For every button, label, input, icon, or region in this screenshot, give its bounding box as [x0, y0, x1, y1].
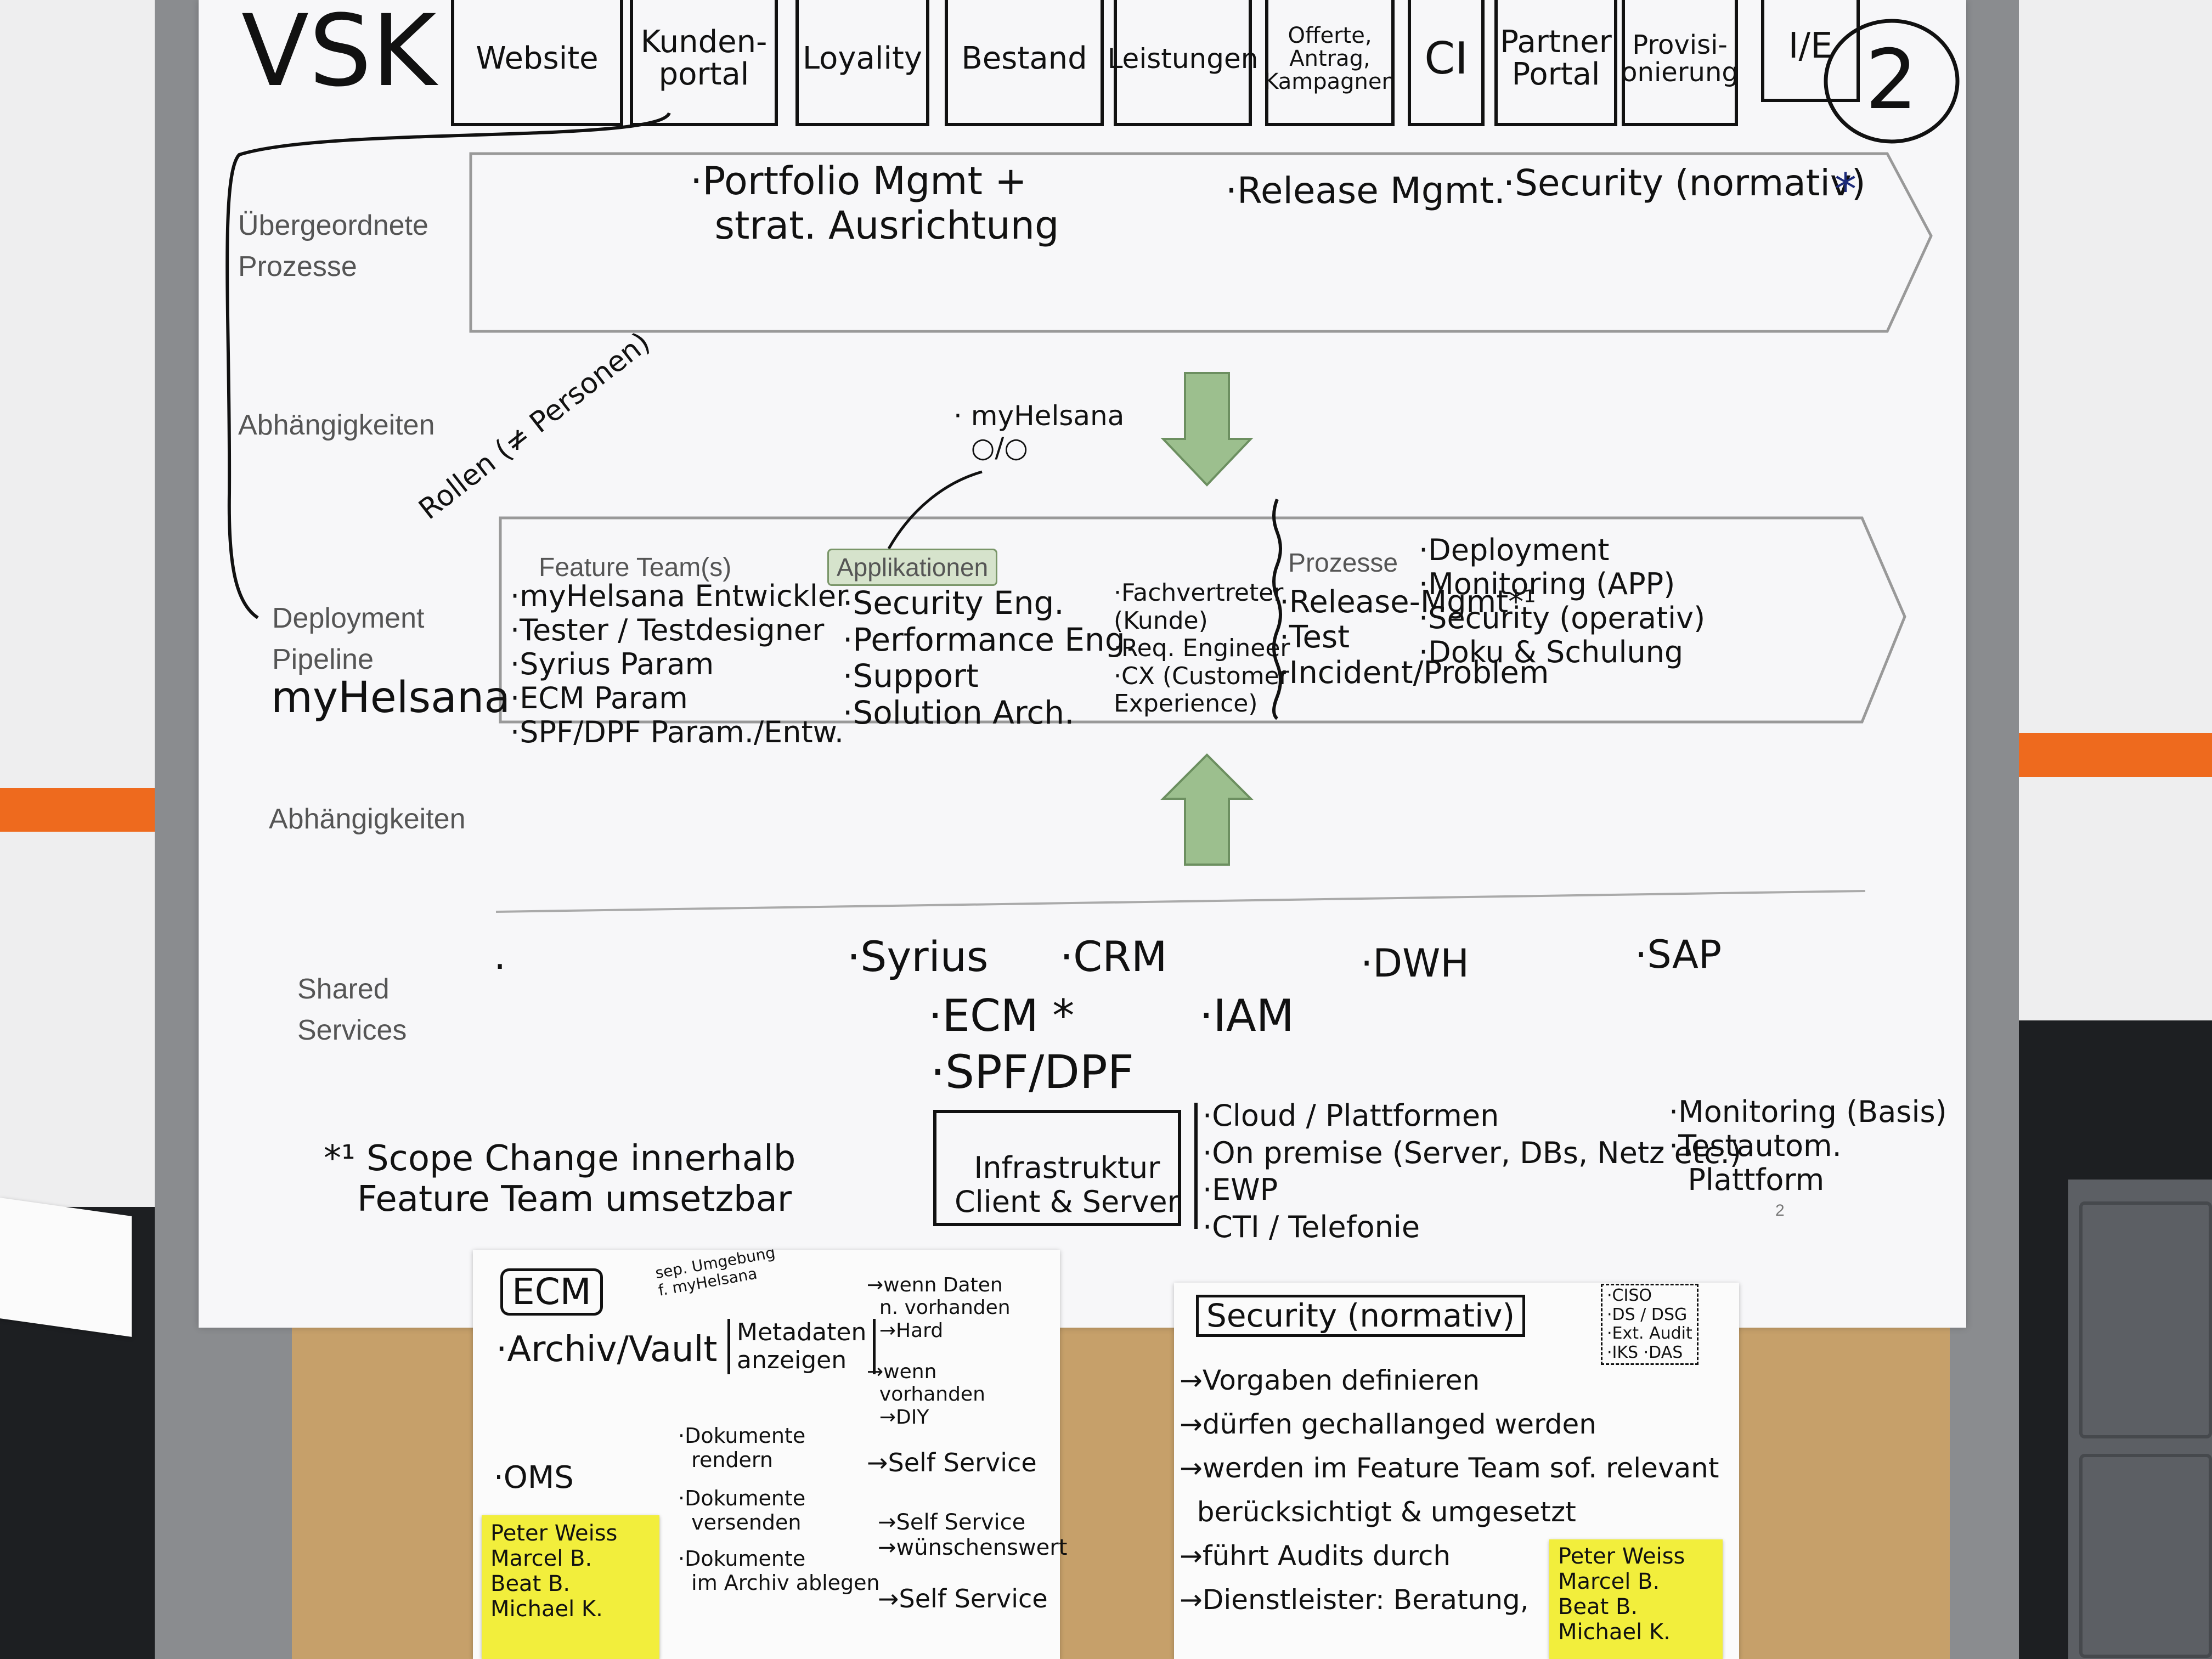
portfolio-mgmt-note: ·Portfolio Mgmt + strat. Ausrichtung — [690, 159, 1059, 248]
infrastruktur-list: ·Cloud / Plattformen ·On premise (Server… — [1203, 1098, 1741, 1244]
ecm-oms: ·OMS — [494, 1460, 574, 1496]
ecm-self-service-2: →Self Service →wünschenswert — [878, 1510, 1068, 1560]
security-sticky-note — [1549, 1539, 1723, 1659]
deployment-arrow — [499, 516, 1906, 724]
printed-page-number: 2 — [1775, 1201, 1785, 1220]
ecm-archiv: ·Archiv/Vault — [496, 1329, 718, 1370]
divider-line — [495, 890, 1866, 913]
circle-number: 2 — [1865, 32, 1918, 128]
flipchart-sheet — [199, 0, 1966, 1328]
shared-sap: ·SAP — [1635, 932, 1722, 977]
shared-dwh: ·DWH — [1361, 941, 1470, 986]
ecm-wenn-daten: →wenn Daten n. vorhanden →Hard — [867, 1274, 1011, 1342]
security-title: Security (normativ) — [1196, 1295, 1526, 1337]
asterisk-mark: * — [1835, 164, 1857, 215]
ecm-dok-versenden: ·Dokumente versenden — [678, 1486, 806, 1534]
shared-iam: ·IAM — [1199, 990, 1294, 1041]
ecm-dok-archiv: ·Dokumente im Archiv ablegen — [678, 1547, 880, 1595]
applikationen-label: Applikationen — [827, 549, 998, 586]
tab-website: Website — [451, 0, 623, 126]
security-side-list: ·CISO ·DS / DSG ·Ext. Audit ·IKS ·DAS — [1601, 1284, 1699, 1365]
ecm-metadaten: Metadaten anzeigen — [727, 1318, 876, 1375]
squiggle-divider — [1272, 498, 1282, 720]
deployment-col-roles-1: ·myHelsana Entwickler ·Tester / Testdesi… — [510, 579, 849, 750]
deployment-col-process-2: ·Deployment ·Monitoring (APP) ·Security … — [1419, 533, 1706, 670]
apps-pointer-line — [887, 470, 983, 550]
infrastruktur-box-label: Infrastruktur Client & Server — [955, 1150, 1180, 1220]
release-mgmt-note: ·Release Mgmt. — [1226, 170, 1505, 212]
shared-syrius: ·Syrius — [847, 932, 989, 981]
right-cabinet — [2068, 1180, 2212, 1659]
ecm-sticky-note — [482, 1515, 659, 1659]
ecm-title: ECM — [500, 1268, 603, 1316]
label-abhaengigkeiten-bottom: Abhängigkeiten — [269, 803, 466, 835]
tab-leistungen: Leistungen — [1108, 0, 1258, 126]
tab-ci: CI — [1408, 0, 1485, 126]
scope-change-footnote: *¹ Scope Change innerhalb Feature Team u… — [324, 1138, 796, 1220]
wall-stripe-left — [0, 788, 165, 832]
tab-loyality: Loyality — [795, 0, 929, 126]
ecm-dok-rendern: ·Dokumente rendern — [678, 1424, 806, 1472]
tab-partnerportal: Partner Portal — [1494, 0, 1617, 126]
circle-2-ring — [1824, 19, 1960, 144]
security-sticky-names: Peter Weiss Marcel B. Beat B. Michael K. — [1558, 1544, 1685, 1645]
cabinet-drawer — [2079, 1454, 2212, 1658]
prozesse-label: Prozesse — [1288, 549, 1398, 578]
deployment-col-roles-3: ·Fachvertreter (Kunde) ·Req. Engineer ·C… — [1114, 579, 1290, 718]
monitoring-list: ·Monitoring (Basis) ·Testautom. Plattfor… — [1669, 1094, 1947, 1198]
tab-kundenportal: Kunden- portal — [630, 0, 778, 126]
shared-spf-dpf: ·SPF/DPF — [930, 1045, 1134, 1099]
process-arrow-top — [469, 152, 1933, 333]
infra-box-outline — [933, 1110, 1181, 1226]
label-deployment-pipeline: Deployment Pipeline — [272, 602, 425, 676]
deployment-col-roles-2: ·Security Eng. ·Performance Eng. ·Suppor… — [843, 584, 1136, 732]
feature-team-label: Feature Team(s) — [539, 553, 732, 582]
myhelsana-apps-note: · myHelsana ○/○ — [953, 400, 1125, 464]
myhelsana-label: myHelsana — [271, 673, 511, 723]
deployment-col-process-1: ·Release-Mgmt*¹ ·Test ·Incident/Problem — [1279, 584, 1549, 691]
ecm-sticky-names: Peter Weiss Marcel B. Beat B. Michael K. — [490, 1521, 618, 1622]
arrow-down-icon — [1160, 372, 1254, 487]
tab-provisionierung: Provisi- onierung — [1621, 0, 1739, 126]
tab-bestand: Bestand — [945, 0, 1104, 126]
ecm-self-service-1: →Self Service — [867, 1448, 1037, 1477]
ecm-wenn-vorhanden: →wenn vorhanden →DIY — [867, 1361, 985, 1429]
cabinet-drawer — [2079, 1201, 2212, 1438]
shared-crm: ·CRM — [1060, 932, 1167, 981]
tab-ie: I/E — [1761, 0, 1860, 102]
tab-offerte: Offerte, Antrag, Kampagnen — [1264, 0, 1396, 126]
security-lines: →Vorgaben definieren →dürfen gechallange… — [1180, 1364, 1719, 1616]
ecm-self-service-3: →Self Service — [878, 1584, 1048, 1613]
label-abhaengigkeiten-top: Abhängigkeiten — [238, 409, 435, 441]
vsk-label: VSK — [241, 0, 437, 109]
arrow-up-icon — [1160, 753, 1254, 866]
label-uebergeordnete-prozesse: Übergeordnete Prozesse — [238, 210, 428, 283]
security-normativ-note: ·Security (normativ) — [1503, 162, 1866, 204]
shared-ecm: ·ECM * — [928, 990, 1075, 1041]
shared-bullet: · — [494, 944, 506, 989]
label-shared-services: Shared Services — [297, 973, 407, 1047]
connector-line — [225, 112, 671, 619]
